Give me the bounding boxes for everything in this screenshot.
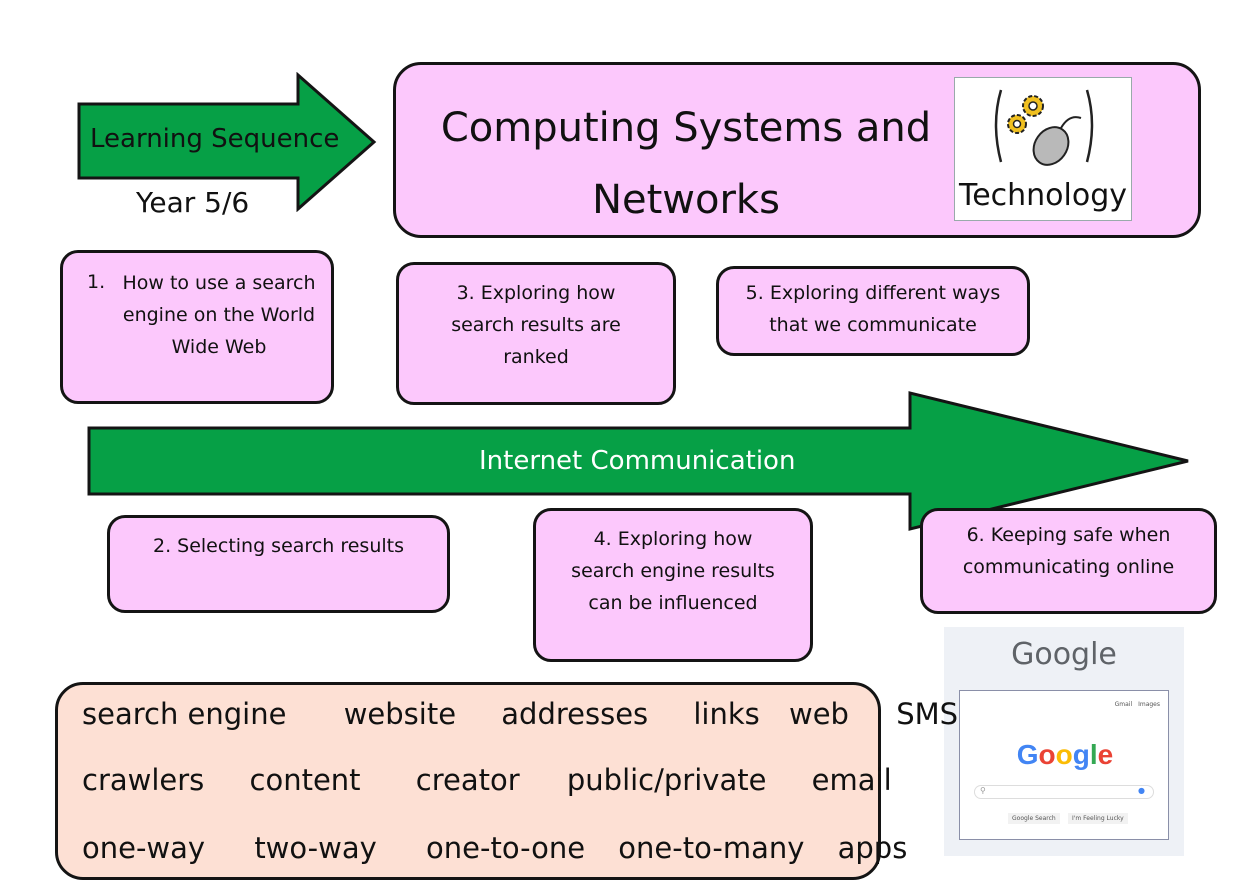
internet-communication-arrow <box>87 391 1189 531</box>
vocab-word: SMS <box>896 697 959 731</box>
title-box: Computing Systems and Networks Technolog… <box>393 62 1201 238</box>
vocab-word: creator <box>415 763 520 797</box>
year-label: Year 5/6 <box>136 186 250 219</box>
lesson-4-box: 4. Exploring how search engine results c… <box>533 508 813 662</box>
microphone-icon[interactable]: ● <box>1138 786 1145 795</box>
gmail-link[interactable]: Gmail <box>1114 701 1133 708</box>
google-screenshot-title: Google <box>1011 637 1117 672</box>
vocab-word: website <box>343 697 457 731</box>
vocab-word: search engine <box>82 697 287 731</box>
learning-sequence-arrow <box>77 72 377 212</box>
technology-label: Technology <box>958 178 1128 213</box>
lesson-3-text: 3. Exploring how search results are rank… <box>451 282 621 368</box>
technology-symbol: Technology <box>954 77 1132 221</box>
vocab-word: web <box>789 697 849 731</box>
internet-communication-label: Internet Communication <box>479 446 796 476</box>
lesson-4-text: 4. Exploring how search engine results c… <box>571 528 775 614</box>
google-logo: Google <box>1016 739 1114 770</box>
vocab-word: one-to-many <box>618 831 805 865</box>
images-link[interactable]: Images <box>1138 701 1160 708</box>
vocab-word: links <box>693 697 760 731</box>
page-title-line1: Computing Systems and <box>440 105 932 151</box>
lesson-6-text: 6. Keeping safe when communicating onlin… <box>962 524 1175 578</box>
lesson-5-box: 5. Exploring different ways that we comm… <box>716 266 1030 356</box>
vocab-word: content <box>249 763 361 797</box>
lesson-1-text: How to use a search engine on the World … <box>122 272 316 358</box>
page-title-line2: Networks <box>592 177 780 223</box>
vocabulary-row-1: search engine website addresses links we… <box>82 697 958 731</box>
google-search-button[interactable]: Google Search <box>1008 813 1060 824</box>
vocab-word: one-way <box>82 831 206 865</box>
lesson-6-box: 6. Keeping safe when communicating onlin… <box>920 508 1217 614</box>
vocab-word: crawlers <box>82 763 205 797</box>
lesson-2-text: 2. Selecting search results <box>152 535 404 557</box>
vocab-word: addresses <box>501 697 649 731</box>
google-screenshot: Google Gmail Images Google ⚲ ● Google Se… <box>944 627 1184 856</box>
google-search-input[interactable]: ⚲ ● <box>974 785 1154 799</box>
lesson-1-box: 1. How to use a search engine on the Wor… <box>60 250 334 404</box>
vocabulary-row-3: one-way two-way one-to-one one-to-many a… <box>82 831 907 865</box>
vocab-word: apps <box>837 831 908 865</box>
lesson-3-box: 3. Exploring how search results are rank… <box>396 262 676 405</box>
vocab-word: public/private <box>566 763 767 797</box>
lesson-5-text: 5. Exploring different ways that we comm… <box>745 282 1001 336</box>
lesson-2-box: 2. Selecting search results <box>107 515 450 613</box>
vocabulary-box: search engine website addresses links we… <box>55 682 958 880</box>
search-icon: ⚲ <box>980 786 986 795</box>
google-page-frame: Gmail Images Google ⚲ ● Google Search I'… <box>959 690 1169 840</box>
feeling-lucky-button[interactable]: I'm Feeling Lucky <box>1068 813 1128 824</box>
vocab-word: email <box>811 763 892 797</box>
learning-sequence-label: Learning Sequence <box>90 124 340 154</box>
lesson-1-number: 1. <box>87 271 106 293</box>
technology-icon <box>994 89 1094 166</box>
vocab-word: one-to-one <box>426 831 586 865</box>
vocabulary-row-2: crawlers content creator public/private … <box>82 763 892 797</box>
vocab-word: two-way <box>254 831 377 865</box>
